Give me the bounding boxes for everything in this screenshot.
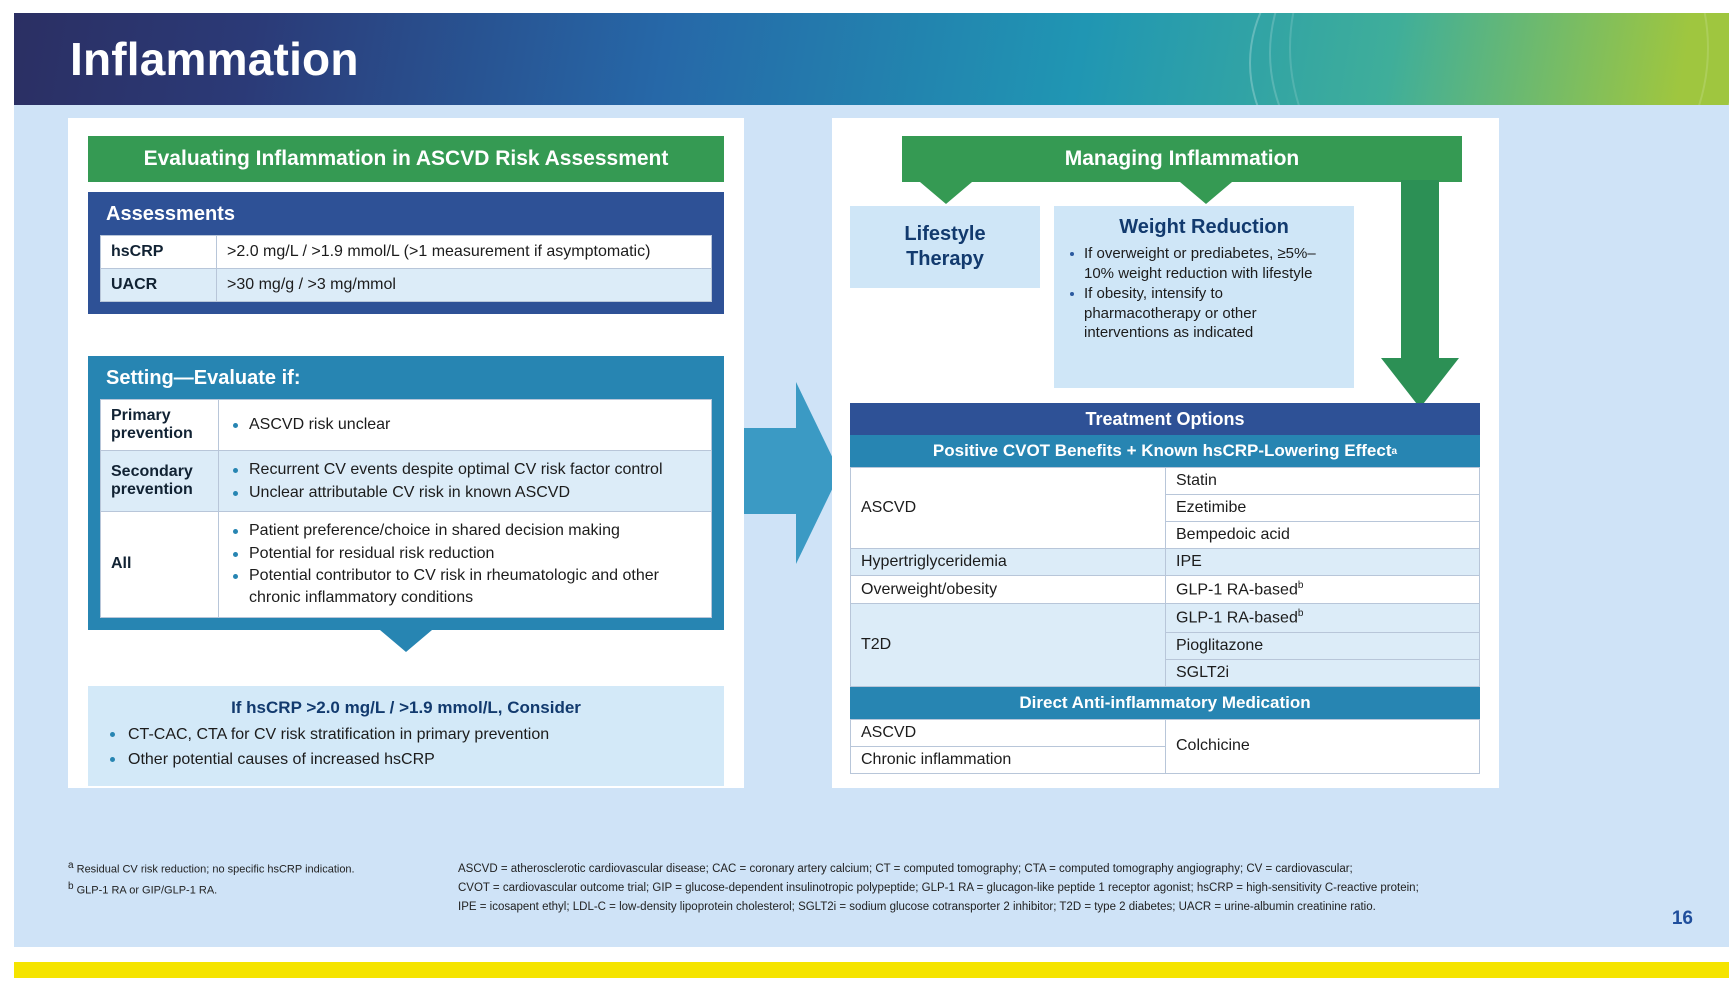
table-row: Bempedoic acid xyxy=(851,521,1480,549)
treatment-condition: ASCVD xyxy=(850,718,1166,747)
down-arrow-icon-treatment xyxy=(1381,180,1459,408)
lifestyle-title-line1: Lifestyle xyxy=(904,223,986,245)
footnotes-abbreviations: ASCVD = atherosclerotic cardiovascular d… xyxy=(458,860,1468,917)
lifestyle-therapy-box: Lifestyle Therapy xyxy=(850,206,1040,288)
banner-swirl-decoration-3 xyxy=(1289,13,1709,105)
down-arrow-icon-lifestyle xyxy=(920,182,972,204)
treatment-drug: SGLT2i xyxy=(1165,658,1480,687)
list-item: Recurrent CV events despite optimal CV r… xyxy=(229,459,701,481)
setting-block: Setting—Evaluate if: Primary prevention … xyxy=(88,356,724,652)
treatment-condition: ASCVD xyxy=(850,467,1166,549)
table-row: hsCRP >2.0 mg/L / >1.9 mmol/L (>1 measur… xyxy=(100,235,712,269)
setting-label: Primary prevention xyxy=(100,399,219,451)
consider-box: If hsCRP >2.0 mg/L / >1.9 mmol/L, Consid… xyxy=(88,686,724,786)
footnote-marker: b xyxy=(68,880,74,892)
down-arrow-icon xyxy=(380,629,432,652)
setting-label: All xyxy=(100,511,219,618)
consider-title: If hsCRP >2.0 mg/L / >1.9 mmol/L, Consid… xyxy=(231,698,581,717)
footnotes-left: a Residual CV risk reduction; no specifi… xyxy=(68,858,418,899)
list-item: If obesity, intensify to pharmacotherapy… xyxy=(1066,284,1342,343)
left-panel: Evaluating Inflammation in ASCVD Risk As… xyxy=(68,118,744,788)
table-row: Primary prevention ASCVD risk unclear xyxy=(100,399,712,451)
treatment-table: ASCVD Statin Ezetimibe Bempedoic acid Hy… xyxy=(850,467,1480,687)
table-row: Secondary prevention Recurrent CV events… xyxy=(100,449,712,513)
right-arrow-icon xyxy=(744,382,840,564)
assessments-header: Assessments xyxy=(106,203,235,225)
treatment-drug: Ezetimibe xyxy=(1165,494,1480,522)
weight-reduction-title: Weight Reduction xyxy=(1119,216,1289,238)
right-panel-header: Managing Inflammation xyxy=(902,136,1462,182)
treatment-options-block: Treatment Options Positive CVOT Benefits… xyxy=(850,403,1480,774)
list-item: Patient preference/choice in shared deci… xyxy=(229,520,701,542)
treatment-condition: Chronic inflammation xyxy=(850,745,1166,774)
treatment-condition: Overweight/obesity xyxy=(850,574,1166,605)
treatment-drug: Bempedoic acid xyxy=(1165,521,1480,549)
treatment-section1-header: Positive CVOT Benefits + Known hsCRP-Low… xyxy=(850,435,1480,467)
treatment-drug: Pioglitazone xyxy=(1165,631,1480,660)
down-arrow-icon-weight xyxy=(1180,182,1232,204)
list-item: Unclear attributable CV risk in known AS… xyxy=(229,482,701,504)
banner-swirl-decoration xyxy=(1249,13,1729,105)
list-item: Potential contributor to CV risk in rheu… xyxy=(229,565,701,608)
list-item: If overweight or prediabetes, ≥5%–10% we… xyxy=(1066,244,1342,283)
setting-table: Primary prevention ASCVD risk unclear Se… xyxy=(100,399,712,618)
abbreviation-line: IPE = icosapent ethyl; LDL-C = low-densi… xyxy=(458,900,1376,913)
treatment-table-2: ASCVD Colchicine Chronic inflammation xyxy=(850,718,1480,774)
treatment-section2-header: Direct Anti-inflammatory Medication xyxy=(850,686,1480,719)
table-row: Overweight/obesity GLP-1 RA-basedb xyxy=(850,574,1480,605)
treatment-drug: GLP-1 RA-basedb xyxy=(1165,574,1480,605)
title-banner: Inflammation xyxy=(14,13,1729,105)
banner-swirl-decoration-2 xyxy=(1269,13,1729,105)
assessment-value: >2.0 mg/L / >1.9 mmol/L (>1 measurement … xyxy=(216,235,712,269)
setting-label: Secondary prevention xyxy=(100,449,219,513)
footnote-b: b GLP-1 RA or GIP/GLP-1 RA. xyxy=(68,880,218,897)
page-title: Inflammation xyxy=(70,33,359,85)
table-row: Pioglitazone xyxy=(851,631,1480,660)
table-row: All Patient preference/choice in shared … xyxy=(100,511,712,618)
abbreviation-line: ASCVD = atherosclerotic cardiovascular d… xyxy=(458,863,1353,875)
treatment-drug: Statin xyxy=(1165,467,1480,495)
treatment-drug: GLP-1 RA-basedb xyxy=(1165,603,1480,633)
treatment-options-header: Treatment Options xyxy=(850,403,1480,435)
list-item: Potential for residual risk reduction xyxy=(229,543,701,565)
treatment-drug: IPE xyxy=(1165,548,1480,576)
treatment-condition: Hypertriglyceridemia xyxy=(850,548,1166,576)
footnote-marker: a xyxy=(68,860,74,871)
bottom-accent-bar xyxy=(14,962,1729,978)
footnote-a: a Residual CV risk reduction; no specifi… xyxy=(68,860,355,876)
assessment-value: >30 mg/g / >3 mg/mmol xyxy=(216,268,712,302)
lifestyle-title-line2: Therapy xyxy=(906,248,984,270)
assessment-label: UACR xyxy=(100,268,217,302)
list-item: ASCVD risk unclear xyxy=(229,414,701,436)
assessment-label: hsCRP xyxy=(100,235,217,269)
list-item: Other potential causes of increased hsCR… xyxy=(106,749,706,771)
setting-header: Setting—Evaluate if: xyxy=(106,367,301,389)
table-row: SGLT2i xyxy=(851,658,1480,687)
list-item: CT-CAC, CTA for CV risk stratification i… xyxy=(106,724,706,746)
setting-bullets: Recurrent CV events despite optimal CV r… xyxy=(218,449,712,513)
assessments-block: Assessments hsCRP >2.0 mg/L / >1.9 mmol/… xyxy=(88,192,724,314)
assessments-table: hsCRP >2.0 mg/L / >1.9 mmol/L (>1 measur… xyxy=(100,235,712,302)
footnote-marker-a: a xyxy=(1391,445,1398,457)
right-panel: Managing Inflammation Lifestyle Therapy … xyxy=(832,118,1499,788)
table-row: Hypertriglyceridemia IPE xyxy=(850,548,1480,576)
left-panel-header: Evaluating Inflammation in ASCVD Risk As… xyxy=(88,136,724,182)
table-row: T2D GLP-1 RA-basedb xyxy=(850,603,1480,687)
setting-bullets: Patient preference/choice in shared deci… xyxy=(218,511,712,618)
table-row: Chronic inflammation xyxy=(850,745,1480,774)
table-row: UACR >30 mg/g / >3 mg/mmol xyxy=(100,268,712,302)
page-number: 16 xyxy=(1671,908,1693,929)
footnote-marker-b: b xyxy=(1297,580,1304,591)
abbreviation-line: CVOT = cardiovascular outcome trial; GIP… xyxy=(458,881,1419,894)
table-row: ASCVD Statin xyxy=(850,467,1480,549)
table-row: ASCVD Colchicine xyxy=(850,718,1480,774)
weight-reduction-box: Weight Reduction If overweight or predia… xyxy=(1054,206,1354,388)
setting-bullets: ASCVD risk unclear xyxy=(218,399,712,451)
treatment-condition: T2D xyxy=(850,603,1166,687)
footnote-marker-b: b xyxy=(1297,608,1304,620)
treatment-drug: Colchicine xyxy=(1165,718,1480,774)
